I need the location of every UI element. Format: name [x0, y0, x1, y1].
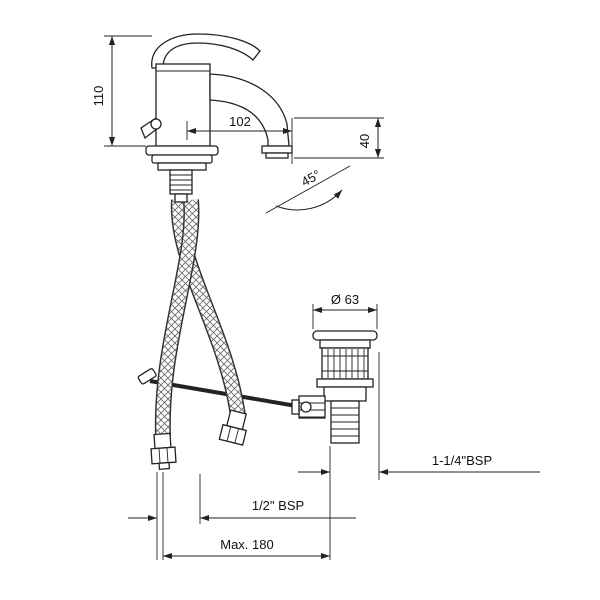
dimension-drain-diameter: Ø 63: [312, 292, 378, 329]
supply-hoses: [150, 199, 248, 470]
faucet-body: [155, 63, 211, 147]
dim-supply-thread-label: 1/2" BSP: [252, 498, 304, 513]
dim-drain-diameter-label: Ø 63: [331, 292, 359, 307]
faucet: [140, 33, 293, 203]
dim-drain-thread-label: 1-1/4"BSP: [432, 453, 492, 468]
dimension-max-depth: Max. 180: [162, 472, 330, 560]
dimension-height: 110: [91, 35, 152, 147]
dimension-drain-thread: 1-1/4"BSP: [298, 352, 540, 560]
dimension-supply-thread: 1/2" BSP: [128, 472, 356, 560]
dim-angle-label: 45°: [299, 167, 323, 190]
dim-height-label: 110: [91, 86, 106, 107]
dim-drop-label: 40: [357, 134, 372, 148]
faucet-handle: [151, 33, 261, 69]
drain-assembly: [291, 330, 378, 444]
dimension-reach: 102: [186, 114, 293, 164]
faucet-base: [145, 145, 219, 203]
hose-left: [150, 199, 200, 470]
dimension-angle: 45°: [265, 165, 351, 214]
faucet-spout: [209, 73, 290, 147]
hose-right: [170, 199, 248, 446]
spout-outlet: [261, 145, 293, 154]
dim-reach-label: 102: [229, 114, 251, 129]
dim-max-depth-label: Max. 180: [220, 537, 273, 552]
drain-slotted-body: [321, 347, 369, 380]
dimension-drop: 40: [294, 117, 384, 159]
drain-cap: [312, 330, 378, 341]
rod-ball-joint: [300, 401, 312, 413]
